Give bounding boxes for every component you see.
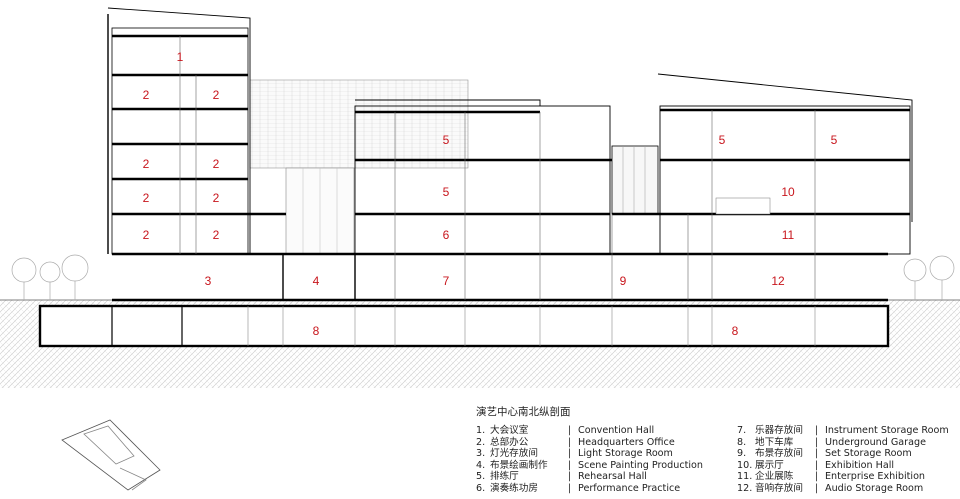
- legend-item: 11.企业展陈 | Enterprise Exhibition: [737, 471, 949, 483]
- legend-item: 5. 排练厅 | Rehearsal Hall: [476, 471, 703, 483]
- legend-num: 3.: [476, 448, 486, 460]
- legend-sep: |: [568, 471, 572, 483]
- legend-sep: |: [568, 482, 572, 494]
- legend-en: Light Storage Room: [578, 448, 673, 460]
- stair-core: [611, 145, 659, 215]
- room-label: 2: [213, 191, 220, 205]
- legend-right: 7. 乐器存放间 | Instrument Storage Room 8. 地下车库 | Un…: [737, 425, 949, 495]
- legend-sep: |: [568, 459, 572, 471]
- legend-en: Instrument Storage Room: [825, 425, 949, 436]
- legend-zh: 排练厅: [490, 471, 519, 483]
- legend-en: Scene Painting Production: [578, 459, 703, 471]
- legend-item: 10.展示厅 | Exhibition Hall: [737, 460, 949, 472]
- legend-num: 5.: [476, 471, 486, 483]
- room-label: 2: [213, 228, 220, 242]
- legend-en: Performance Practice: [578, 482, 681, 494]
- legend-item: 1. 大会议室 | Convention Hall: [476, 425, 703, 437]
- legend-sep: |: [815, 482, 819, 494]
- legend-num: 4.: [476, 459, 486, 471]
- legend-item: 2. 总部办公 | Headquarters Office: [476, 437, 703, 449]
- room-label: 3: [205, 274, 212, 288]
- drawing-title: 演艺中心南北纵剖面: [476, 406, 571, 418]
- legend-num: 6.: [476, 482, 486, 494]
- key-plan: [61, 419, 161, 491]
- room-label: 12: [771, 274, 785, 288]
- legend-item: 7. 乐器存放间 | Instrument Storage Room: [737, 425, 949, 437]
- legend-num: 9.: [737, 448, 747, 460]
- legend-zh: 灯光存放间: [490, 448, 538, 460]
- legend-en: Underground Garage: [825, 436, 926, 448]
- legend-num: 7.: [737, 425, 747, 436]
- legend-en: Rehearsal Hall: [578, 471, 647, 483]
- legend-item: 6. 演奏练功房 | Performance Practice: [476, 483, 703, 495]
- legend-sep: |: [568, 448, 572, 460]
- legend-num: 12.: [737, 482, 753, 494]
- basement: [38, 304, 890, 348]
- room-label: 5: [443, 185, 450, 199]
- legend-item: 12.音响存放间 | Audio Storage Room: [737, 483, 949, 495]
- room-label: 2: [143, 88, 150, 102]
- legend-zh: 展示厅: [755, 459, 784, 471]
- room-label: 6: [443, 228, 450, 242]
- legend-sep: |: [815, 425, 819, 436]
- legend-sep: |: [815, 459, 819, 471]
- room-label: 2: [143, 228, 150, 242]
- room-label: 2: [213, 157, 220, 171]
- legend-zh: 大会议室: [490, 425, 529, 436]
- legend-item: 9. 布景存放间 | Set Storage Room: [737, 448, 949, 460]
- legend-zh: 乐器存放间: [755, 425, 803, 436]
- room-label: 4: [313, 274, 320, 288]
- room-label: 2: [143, 191, 150, 205]
- legend-zh: 企业展陈: [755, 471, 794, 483]
- legend-en: Exhibition Hall: [825, 459, 895, 471]
- legend-zh: 地下车库: [755, 436, 794, 448]
- room-label: 5: [443, 133, 450, 147]
- tree-left: [11, 254, 89, 300]
- facade-screen: [249, 79, 469, 169]
- legend-zh: 音响存放间: [755, 482, 803, 494]
- legend-zh: 总部办公: [490, 436, 529, 448]
- legend-num: 1.: [476, 425, 486, 436]
- room-label: 2: [213, 88, 220, 102]
- legend-zh: 演奏练功房: [490, 482, 538, 494]
- room-label: 5: [719, 133, 726, 147]
- room-label: 5: [831, 133, 838, 147]
- legend-item: 4. 布景绘画制作 | Scene Painting Production: [476, 460, 703, 472]
- legend-item: 3. 灯光存放间 | Light Storage Room: [476, 448, 703, 460]
- legend-zh: 布景存放间: [755, 448, 803, 460]
- legend-en: Set Storage Room: [825, 448, 912, 460]
- legend-sep: |: [815, 471, 819, 483]
- legend-en: Enterprise Exhibition: [825, 471, 926, 483]
- room-label: 11: [782, 228, 795, 242]
- legend-sep: |: [815, 436, 819, 448]
- room-label: 9: [620, 274, 627, 288]
- room-label: 8: [313, 324, 320, 338]
- legend-sep: |: [815, 448, 819, 460]
- legend-zh: 布景绘画制作: [490, 459, 548, 471]
- legend-item: 8. 地下车库 | Underground Garage: [737, 437, 949, 449]
- room-label: 10: [781, 185, 795, 199]
- room-label: 1: [177, 50, 184, 64]
- legend-en: Audio Storage Room: [825, 482, 924, 494]
- tree-right: [903, 255, 955, 300]
- legend-num: 8.: [737, 436, 747, 448]
- legend-left: 1. 大会议室 | Convention Hall 2. 总部办公 | Headquarter…: [476, 425, 703, 495]
- legend-num: 2.: [476, 436, 486, 448]
- room-label: 2: [143, 157, 150, 171]
- legend-sep: |: [568, 425, 572, 436]
- legend-en: Convention Hall: [578, 425, 655, 436]
- legend-sep: |: [568, 436, 572, 448]
- room-label: 7: [443, 274, 450, 288]
- legend-num: 11.: [737, 471, 753, 483]
- legend-en: Headquarters Office: [578, 436, 675, 448]
- room-label: 8: [732, 324, 739, 338]
- legend-num: 10.: [737, 459, 753, 471]
